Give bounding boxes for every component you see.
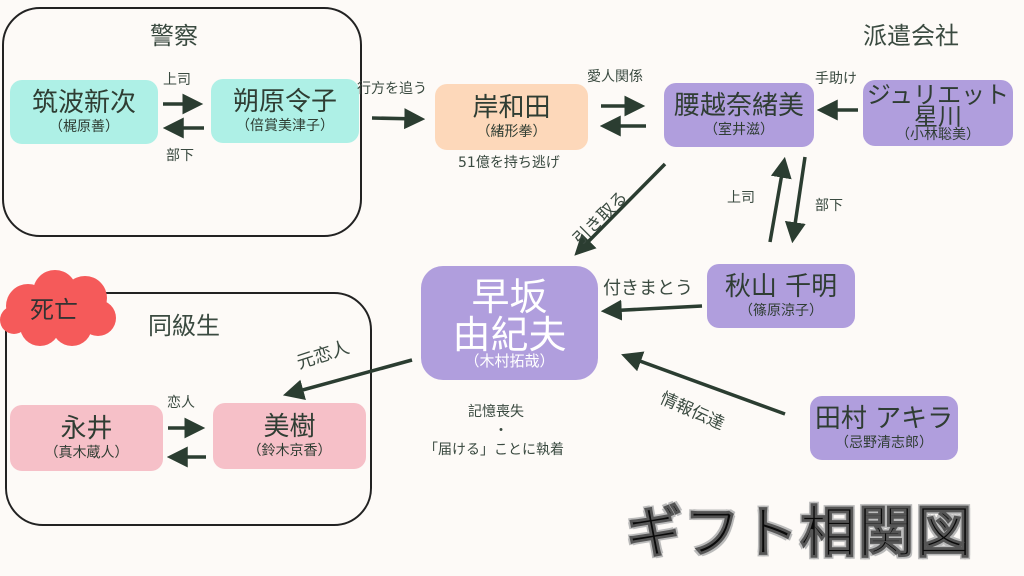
node-name: 腰越奈緒美 xyxy=(673,90,804,121)
dead-badge: 死亡 xyxy=(30,296,78,324)
group-classmates xyxy=(5,292,372,526)
label-lover: 恋人 xyxy=(167,395,195,411)
node-name: 筑波新次 xyxy=(31,87,136,118)
label-chase: 行方を追う xyxy=(357,81,427,97)
node-name: 永井 xyxy=(60,413,113,444)
label-info: 情報伝達 xyxy=(656,388,728,435)
group-police xyxy=(2,7,362,237)
node-miki[interactable]: 美樹 （鈴木京香） xyxy=(213,403,366,469)
arrow-akiyama-to-koshigoe xyxy=(768,156,792,243)
node-tamura[interactable]: 田村 アキラ （忌野清志郎） xyxy=(810,396,958,460)
node-name: 美樹 xyxy=(263,411,316,442)
node-actor: （鈴木京香） xyxy=(247,442,332,459)
dead-cloud-icon xyxy=(0,270,116,346)
node-actor: （梶原善） xyxy=(49,118,119,135)
node-name-line2: 由紀夫 xyxy=(452,312,567,357)
label-amnesia: 記憶喪失 xyxy=(468,404,524,420)
label-boss-2: 上司 xyxy=(727,190,755,206)
node-sakuhara[interactable]: 朔原令子 （倍賞美津子） xyxy=(211,79,359,143)
node-hayasaka[interactable]: 早坂 由紀夫 （木村拓哉） xyxy=(421,266,598,380)
label-lover-rel: 愛人関係 xyxy=(587,69,643,85)
label-take-in: 引き取る xyxy=(569,187,632,250)
label-help: 手助け xyxy=(815,71,857,87)
node-tsukuba[interactable]: 筑波新次 （梶原善） xyxy=(10,80,158,144)
label-embezzle: 51億を持ち逃げ xyxy=(458,155,560,171)
node-akiyama[interactable]: 秋山 千明 （篠原涼子） xyxy=(707,264,855,328)
node-actor: （緒形拳） xyxy=(476,123,547,140)
label-sub-1: 部下 xyxy=(166,148,194,164)
label-boss-1: 上司 xyxy=(163,72,191,88)
arrow-sakuhara-to-kishiwada xyxy=(371,108,426,130)
node-name: 早坂 xyxy=(471,274,548,319)
diagram-title: ギフト相関図 xyxy=(626,501,974,567)
node-actor: （忌野清志郎） xyxy=(835,434,933,451)
node-name: 岸和田 xyxy=(472,92,551,123)
node-name-line2: 星川 xyxy=(914,103,962,132)
node-name: 田村 アキラ xyxy=(814,403,954,434)
label-obsession: 「届ける」ことに執着 xyxy=(424,442,564,458)
node-koshigoe[interactable]: 腰越奈緒美 （室井滋） xyxy=(664,83,814,147)
node-nagai[interactable]: 永井 （真木蔵人） xyxy=(10,405,163,471)
node-actor: （篠原涼子） xyxy=(739,302,823,319)
node-name: 秋山 千明 xyxy=(724,271,838,302)
arrow-koshigoe-to-akiyama xyxy=(784,156,807,244)
node-actor: （小林聡美） xyxy=(896,127,980,144)
node-actor: （木村拓哉） xyxy=(464,351,555,370)
group-title-dispatch: 派遣会社 xyxy=(863,22,959,50)
label-stalk: 付きまとう xyxy=(603,278,693,299)
node-name: 朔原令子 xyxy=(232,86,337,117)
node-actor: （室井滋） xyxy=(704,121,774,138)
group-title-police: 警察 xyxy=(150,22,198,50)
label-sub-2: 部下 xyxy=(815,198,843,214)
node-juliet[interactable]: ジュリエット 星川 （小林聡美） xyxy=(863,80,1013,146)
node-name: ジュリエット xyxy=(866,80,1010,109)
arrow-akiyama-to-hayasaka xyxy=(600,299,703,321)
node-actor: （真木蔵人） xyxy=(44,444,129,461)
node-kishiwada[interactable]: 岸和田 （緒形拳） xyxy=(435,84,588,150)
node-actor: （倍賞美津子） xyxy=(236,117,334,134)
label-dot: ・ xyxy=(494,423,508,439)
group-title-classmates: 同級生 xyxy=(148,312,220,340)
